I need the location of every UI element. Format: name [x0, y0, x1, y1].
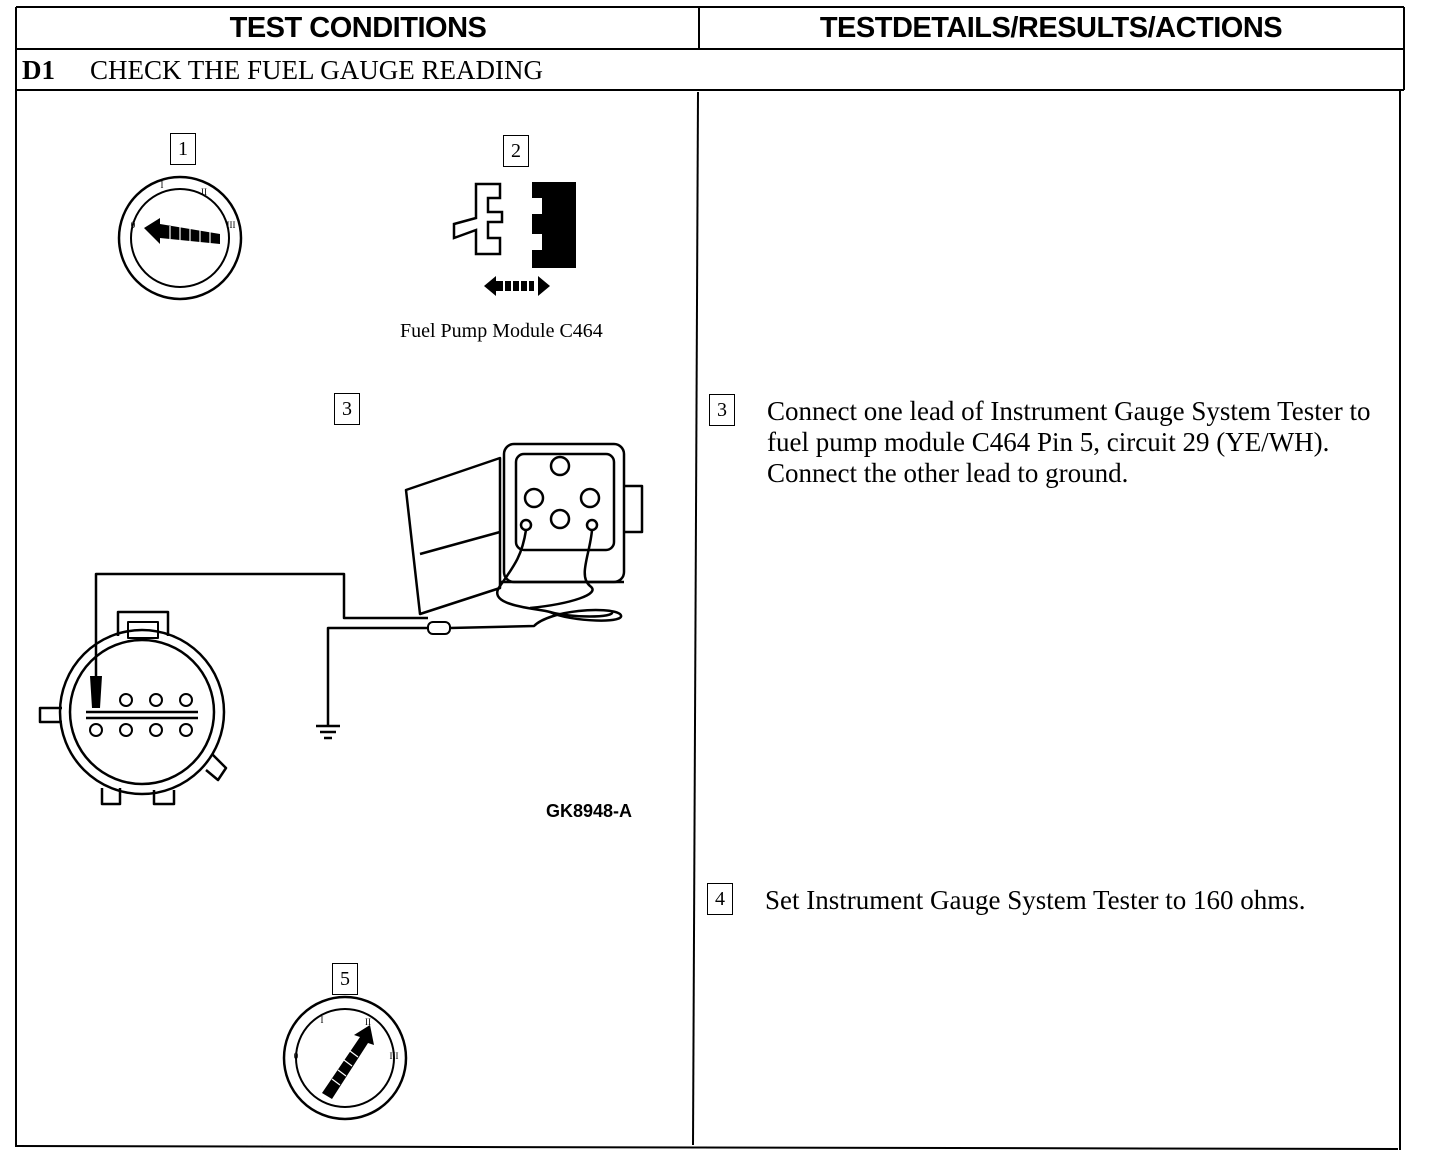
step-code: D1 [22, 54, 55, 85]
callout-1: 1 [170, 133, 196, 165]
svg-text:I: I [321, 1015, 324, 1025]
ignition-switch-run-icon: 0 I II III [282, 995, 408, 1121]
svg-text:II: II [201, 187, 207, 197]
action-step-3-text: Connect one lead of Instrument Gauge Sys… [767, 396, 1371, 488]
ignition-switch-off-icon: 0 I II III [117, 175, 243, 301]
action-step-3-number: 3 [709, 394, 735, 426]
figure-id: GK8948-A [546, 801, 633, 821]
header-test-conditions: TEST CONDITIONS [229, 11, 487, 44]
callout-5: 5 [332, 963, 358, 995]
gauge-tester-wiring-diagram [38, 442, 644, 806]
step-title: CHECK THE FUEL GAUGE READING [90, 54, 543, 85]
svg-text:I: I [161, 180, 164, 190]
svg-text:0: 0 [131, 220, 136, 230]
svg-text:III: III [227, 220, 236, 230]
callout-3: 3 [334, 393, 360, 425]
header-test-details: TESTDETAILS/RESULTS/ACTIONS [819, 11, 1283, 44]
connector-caption: Fuel Pump Module C464 [400, 320, 603, 342]
action-step-4-number: 4 [707, 883, 733, 915]
callout-2: 2 [503, 135, 529, 167]
svg-text:III: III [390, 1051, 399, 1061]
connector-disconnect-icon [452, 182, 576, 296]
svg-text:II: II [365, 1017, 371, 1027]
step-title-row: D1 CHECK THE FUEL GAUGE READING [22, 52, 543, 88]
action-step-4-text: Set Instrument Gauge System Tester to 16… [765, 885, 1306, 915]
svg-text:0: 0 [294, 1051, 299, 1061]
